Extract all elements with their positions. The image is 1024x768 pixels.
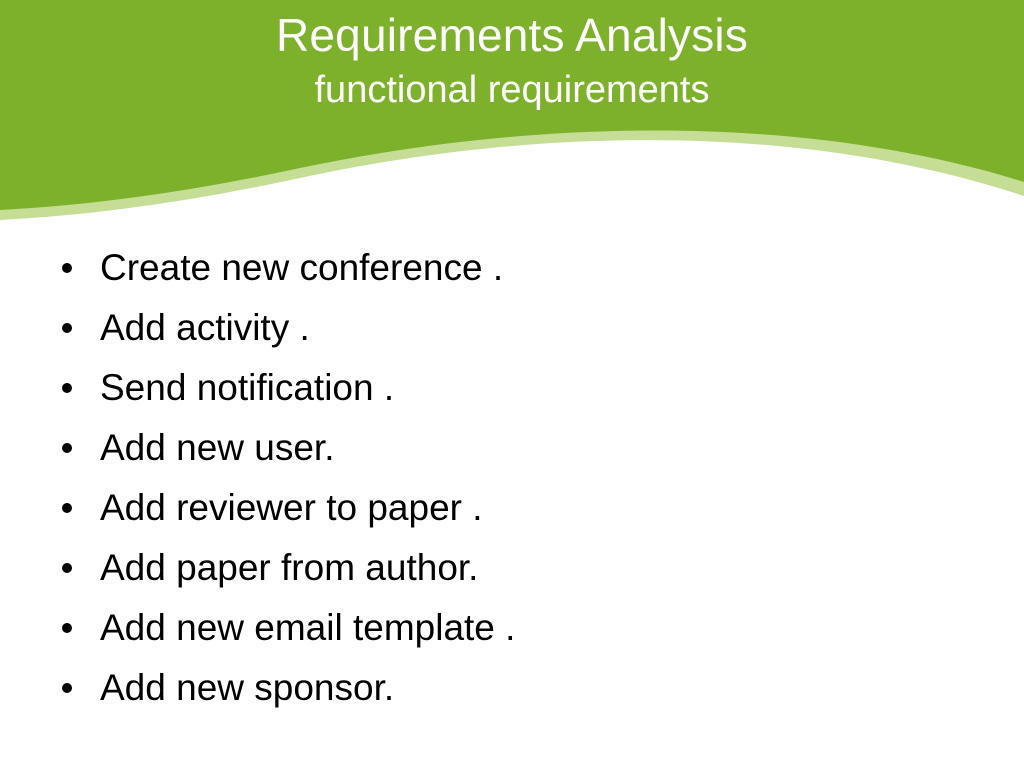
bullet-text: Add new user. [100, 427, 335, 468]
bullet-icon [62, 263, 72, 273]
list-item: Add new user. [58, 418, 515, 478]
bullet-text: Add reviewer to paper . [100, 487, 483, 528]
bullet-text: Add paper from author. [100, 547, 479, 588]
header-banner [0, 0, 1024, 220]
list-item: Add activity . [58, 298, 515, 358]
bullet-text: Create new conference . [100, 247, 504, 288]
list-item: Add reviewer to paper . [58, 478, 515, 538]
slide-title: Requirements Analysis [275, 9, 749, 61]
bullet-icon [62, 383, 72, 393]
slide-subtitle: functional requirements [314, 69, 710, 111]
bullet-icon [62, 503, 72, 513]
bullet-list: Create new conference . Add activity . S… [58, 238, 515, 718]
bullet-icon [62, 683, 72, 693]
bullet-text: Add activity . [100, 307, 310, 348]
title-block: Requirements Analysis functional require… [0, 6, 1024, 116]
bullet-icon [62, 563, 72, 573]
header-green-shape [0, 0, 1024, 210]
bullet-icon [62, 623, 72, 633]
bullet-text: Send notification . [100, 367, 395, 408]
bullet-text: Add new email template . [100, 607, 516, 648]
list-item: Add paper from author. [58, 538, 515, 598]
bullet-icon [62, 323, 72, 333]
bullet-icon [62, 443, 72, 453]
list-item: Create new conference . [58, 238, 515, 298]
list-item: Send notification . [58, 358, 515, 418]
list-item: Add new sponsor. [58, 658, 515, 718]
list-item: Add new email template . [58, 598, 515, 658]
bullet-text: Add new sponsor. [100, 667, 395, 708]
